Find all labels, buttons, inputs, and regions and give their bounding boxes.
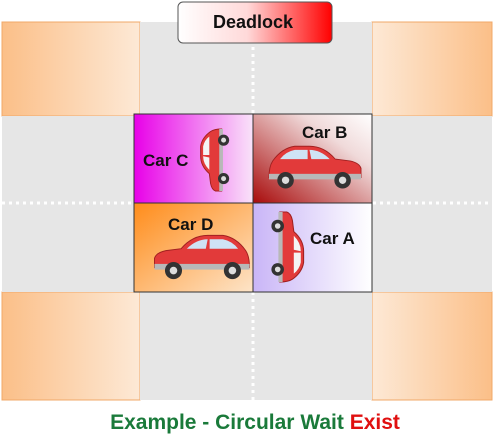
tile-car-a [252, 202, 373, 293]
corner-top-right [371, 21, 493, 117]
car-a-label: Car A [310, 229, 355, 248]
car-d-icon [154, 234, 250, 280]
caption: Example - Circular Wait Exist [110, 411, 400, 434]
caption-emphasis: Exist [350, 411, 400, 434]
caption-prefix: Example - Circular Wait [110, 411, 350, 434]
corner-top-left [1, 21, 141, 117]
car-b-icon [268, 145, 362, 189]
car-c-icon [200, 128, 230, 192]
title-box [177, 1, 333, 44]
car-b-label: Car B [302, 123, 347, 142]
car-a-icon [271, 211, 305, 283]
car-d-label: Car D [168, 215, 213, 234]
corner-bottom-left [1, 291, 141, 401]
title-text: Deadlock [213, 12, 294, 32]
car-c-label: Car C [143, 151, 188, 170]
corner-bottom-right [371, 291, 493, 401]
